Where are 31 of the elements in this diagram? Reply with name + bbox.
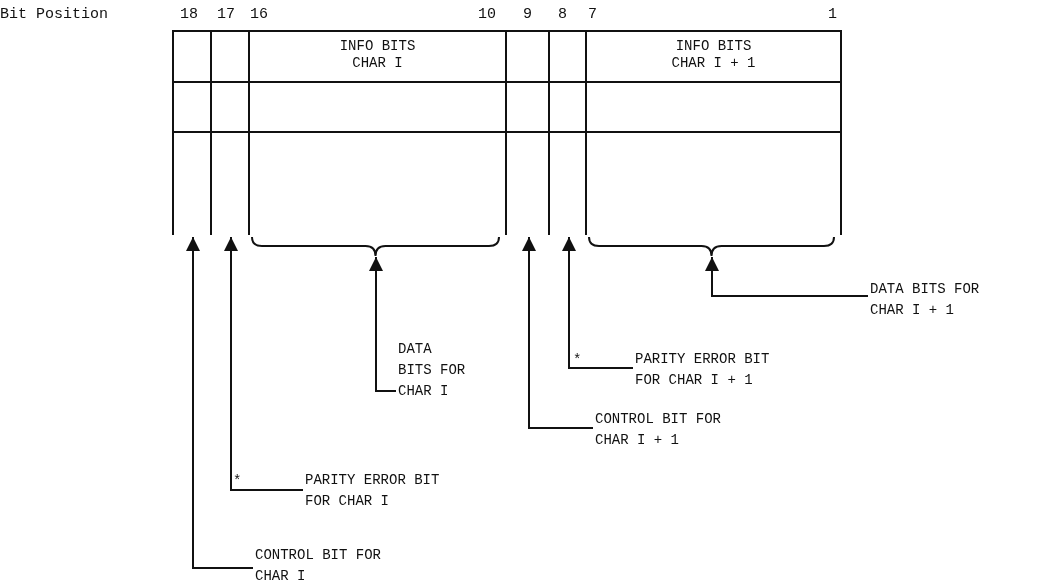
bit-field (585, 30, 842, 235)
callout-text: PARITY ERROR BIT FOR CHAR I + 1 (635, 349, 780, 391)
bit-number: 9 (523, 6, 532, 23)
bit-number: 18 (180, 6, 198, 23)
callout-text: DATA BITS FOR CHAR I + 1 (870, 279, 990, 321)
callout-text: PARITY ERROR BIT FOR CHAR I (305, 470, 450, 512)
callout-text: CONTROL BIT FOR CHAR I (255, 545, 390, 587)
callout-text: DATA BITS FOR CHAR I (398, 339, 472, 402)
footnote-mark: * (233, 473, 242, 489)
arrow (705, 256, 869, 297)
arrow (369, 256, 397, 392)
bit-number: 8 (558, 6, 567, 23)
callout-text: CONTROL BIT FOR CHAR I + 1 (595, 409, 730, 451)
field-title: INFO BITS CHAR I + 1 (670, 38, 757, 72)
arrow (562, 236, 634, 369)
bit-column (505, 30, 548, 235)
bit-number: 10 (478, 6, 496, 23)
footnote-mark: * (573, 352, 582, 368)
bit-number: 16 (250, 6, 268, 23)
bit-column (172, 30, 210, 235)
arrow (186, 236, 254, 569)
axis-title: Bit Position (0, 6, 109, 23)
arrow (224, 236, 304, 491)
bit-column (548, 30, 585, 235)
bit-field (248, 30, 505, 235)
bit-number: 17 (217, 6, 235, 23)
bit-number: 7 (588, 6, 597, 23)
bit-number: 1 (828, 6, 837, 23)
field-title: INFO BITS CHAR I (338, 38, 417, 72)
arrow (522, 236, 594, 429)
bit-column (210, 30, 248, 235)
